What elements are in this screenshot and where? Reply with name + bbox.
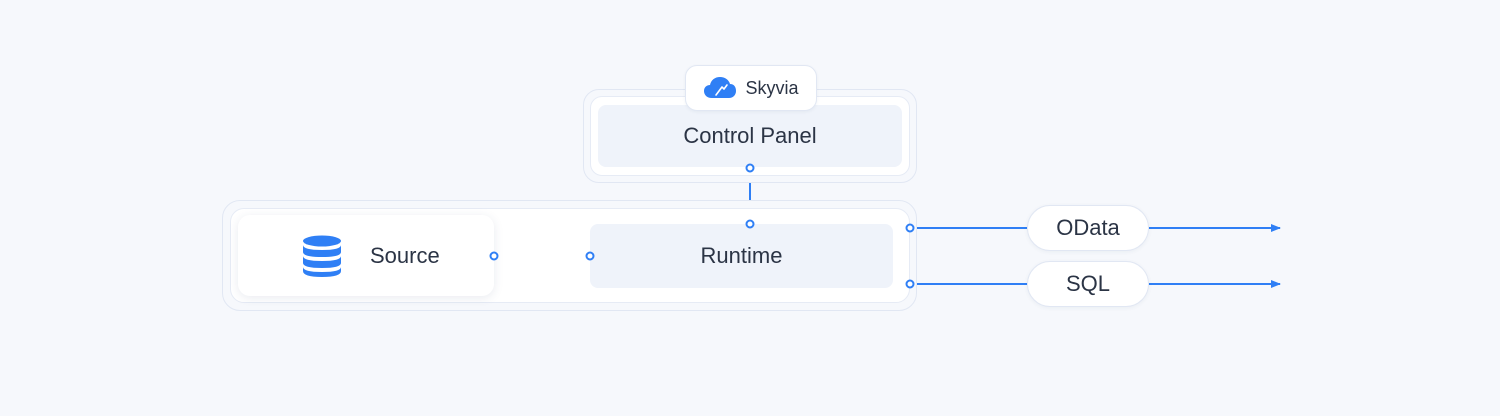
port-source-right [489,251,499,261]
port-runtime-left [585,251,595,261]
control-panel-label: Control Panel [683,123,817,148]
odata-endpoint-pill[interactable]: OData [1027,205,1149,251]
port-runtime-top [745,219,755,229]
control-panel-node[interactable]: Control Panel [598,105,902,167]
source-node[interactable]: Source [238,215,494,296]
port-control-panel-bottom [745,163,755,173]
runtime-label: Runtime [700,243,783,268]
cloud-icon [703,76,737,100]
port-runtime-odata [905,223,915,233]
skyvia-badge: Skyvia [685,65,817,111]
source-label: Source [370,242,440,268]
odata-label: OData [1056,215,1120,240]
sql-endpoint-pill[interactable]: SQL [1027,261,1149,307]
database-icon [300,234,344,278]
skyvia-brand-name: Skyvia [745,77,799,98]
port-runtime-sql [905,279,915,289]
runtime-node[interactable]: Runtime [590,224,893,288]
sql-label: SQL [1065,271,1111,296]
